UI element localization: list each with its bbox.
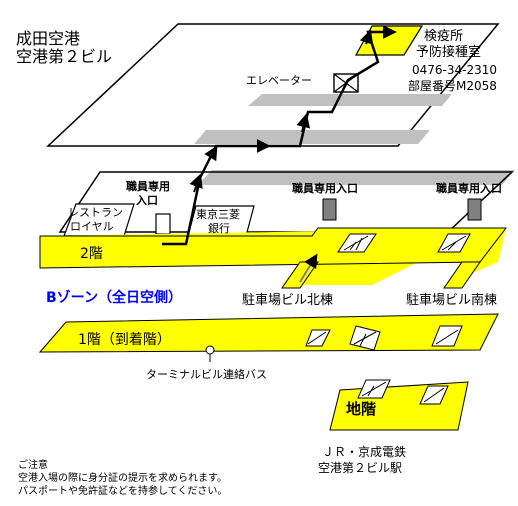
escalator-icon [305,329,331,347]
notice-title: ご注意 [18,458,48,471]
route-arrow-icon [359,29,374,45]
staff-entrance-mid-label: 職員専用入口 [292,181,358,195]
floor-2-band [40,228,506,285]
escalator-icon [431,325,463,347]
route-path [162,30,392,246]
staff-entrance-left-door [155,213,171,235]
floor-1-label: 1階（到着階） [78,332,171,348]
parking-south-label: 駐車場ビル南棟 [406,292,497,308]
route-arrow-icon [296,113,311,133]
escalator-icon [437,233,471,253]
title-line1: 成田空港 [16,29,80,48]
basement-label: 地階 [346,400,376,418]
office-room: 部屋番号M2058 [408,78,497,93]
route-arrow-icon [204,145,218,162]
upper-floor-outline [46,23,500,147]
office-name1: 検疫所 [424,28,463,44]
parking-north-label: 駐車場ビル北棟 [242,293,333,308]
elevator-label: エレベーター [246,74,312,87]
escalator-icon [337,233,377,253]
office-name2: 予防接種室 [416,44,481,60]
bank-label-2: 銀行 [208,221,230,235]
floor-2-main [39,227,508,269]
route-arrow-icon [189,173,203,193]
notice-line1: 空港入場の際に身分証の提示を求められます。 [18,471,227,484]
staff-entrance-left-label-2: 入口 [136,194,158,207]
escalator-icon [357,379,391,399]
shadow-band-3 [198,170,515,185]
bank-label-1: 東京三菱 [196,207,240,221]
floor-1-band [38,313,499,353]
zone-label: Bゾーン（全日空側） [46,289,182,306]
restaurant-label-2: ロイヤル [70,220,114,233]
staff-entrance-left-label-1: 職員専用 [126,179,170,193]
office-phone: 0476-34-2310 [412,63,497,77]
floor-2-connector-south [443,261,481,289]
shadow-band-1 [248,94,452,106]
bus-stop-icon [205,345,215,362]
title-line2: 空港第２ビル [16,47,112,66]
bus-label: ターミナルビル連絡バス [146,367,267,381]
quarantine-office-area [354,25,424,56]
notice-line2: パスポートや免許証などを持参してください。 [18,484,227,497]
restaurant-label-1: レストラン [68,206,123,219]
pillar-mid [322,198,337,221]
pillar-right [467,198,482,221]
floor-2-label: 2階 [80,246,103,262]
gray-arrow-icon [299,253,318,283]
escalator-icon [419,385,449,405]
station-label-1: ＪＲ・京成電鉄 [322,444,406,459]
escalator-icon [349,325,381,351]
staff-entrance-right-label: 職員専用入口 [436,181,502,195]
station-label-2: 空港第２ビル駅 [318,461,402,475]
shadow-band-2 [194,130,430,144]
